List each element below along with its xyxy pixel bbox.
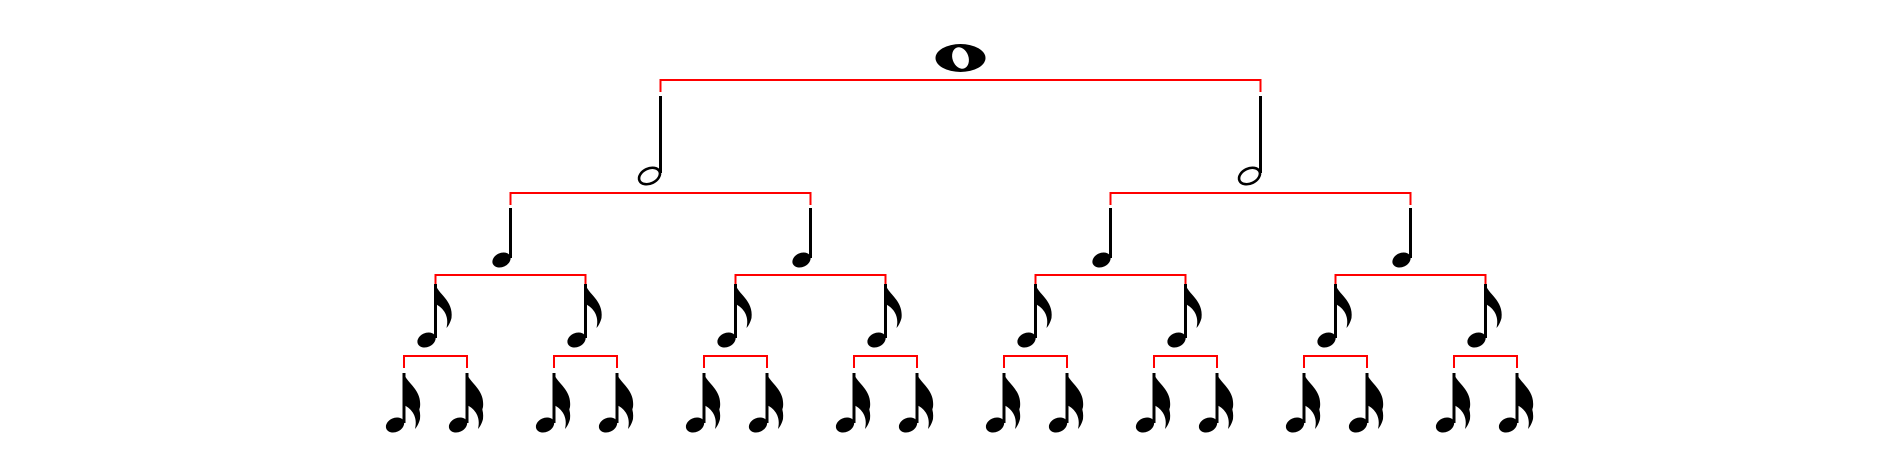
quarter-note-icon bbox=[792, 208, 812, 268]
division-bracket bbox=[1453, 355, 1518, 368]
division-bracket bbox=[434, 274, 587, 287]
eighth-note-icon bbox=[717, 284, 752, 348]
sixteenth-note-icon bbox=[1198, 373, 1234, 433]
eighth-note-icon bbox=[1167, 284, 1202, 348]
division-bracket bbox=[1153, 355, 1218, 368]
sixteenth-note-icon bbox=[448, 373, 484, 433]
division-bracket bbox=[703, 355, 768, 368]
sixteenth-note-icon bbox=[1135, 373, 1171, 433]
quarter-note-icon bbox=[1392, 208, 1412, 268]
connector-layer bbox=[403, 79, 1518, 368]
division-bracket bbox=[659, 79, 1262, 92]
division-bracket bbox=[734, 274, 887, 287]
division-bracket bbox=[403, 355, 468, 368]
sixteenth-note-icon bbox=[1348, 373, 1384, 433]
eighth-note-icon bbox=[1467, 284, 1502, 348]
eighth-note-icon bbox=[567, 284, 602, 348]
division-bracket bbox=[1003, 355, 1068, 368]
sixteenth-note-icon bbox=[985, 373, 1021, 433]
half-note-icon bbox=[637, 96, 662, 186]
whole-note-icon bbox=[935, 44, 986, 72]
sixteenth-note-icon bbox=[1435, 373, 1471, 433]
sixteenth-note-icon bbox=[535, 373, 571, 433]
quarter-note-icon bbox=[1092, 208, 1112, 268]
eighth-note-icon bbox=[867, 284, 902, 348]
eighth-note-icon bbox=[1317, 284, 1352, 348]
quarter-note-icon bbox=[492, 208, 512, 268]
sixteenth-note-icon bbox=[1048, 373, 1084, 433]
eighth-note-icon bbox=[417, 284, 452, 348]
half-note-icon bbox=[1237, 96, 1262, 186]
sixteenth-note-icon bbox=[748, 373, 784, 433]
division-bracket bbox=[1303, 355, 1368, 368]
sixteenth-note-icon bbox=[598, 373, 634, 433]
sixteenth-note-icon bbox=[685, 373, 721, 433]
sixteenth-note-icon bbox=[835, 373, 871, 433]
division-bracket bbox=[1334, 274, 1487, 287]
division-bracket bbox=[1109, 192, 1412, 205]
notes-layer bbox=[385, 44, 1534, 433]
division-bracket bbox=[509, 192, 812, 205]
division-bracket bbox=[553, 355, 618, 368]
division-bracket bbox=[853, 355, 918, 368]
sixteenth-note-icon bbox=[1498, 373, 1534, 433]
sixteenth-note-icon bbox=[898, 373, 934, 433]
division-bracket bbox=[1034, 274, 1187, 287]
sixteenth-note-icon bbox=[385, 373, 421, 433]
sixteenth-note-icon bbox=[1285, 373, 1321, 433]
eighth-note-icon bbox=[1017, 284, 1052, 348]
